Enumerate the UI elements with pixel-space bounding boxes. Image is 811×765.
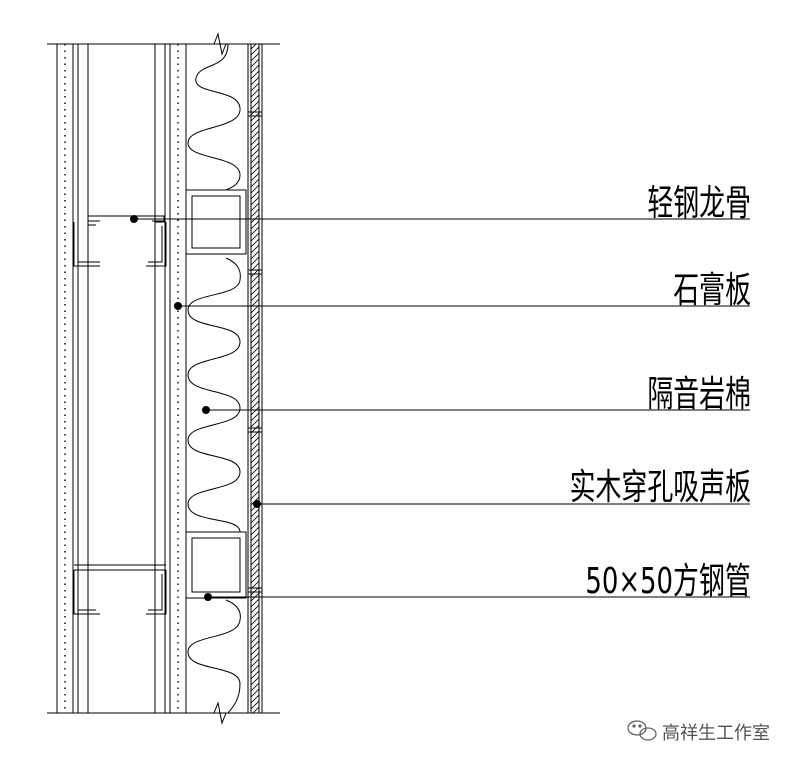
label-light-steel-keel: 轻钢龙骨 xyxy=(647,183,751,224)
leader-dot-light-steel-keel xyxy=(130,215,138,223)
leader-dot-acoustic-rockwool xyxy=(202,406,210,414)
label-acoustic-rockwool: 隔音岩棉 xyxy=(647,374,751,415)
right-gypsum-board xyxy=(169,44,187,713)
leader-dot-square-steel-tube xyxy=(204,593,212,601)
label-square-steel-tube: 50×50方钢管 xyxy=(585,561,751,602)
label-perforated-wood-panel: 实木穿孔吸声板 xyxy=(569,467,751,508)
label-gypsum-board: 石膏板 xyxy=(673,270,751,311)
square-steel-tube-lower xyxy=(185,531,247,599)
perforated-wood-panel xyxy=(247,43,263,714)
left-gypsum-board xyxy=(56,44,89,713)
stud-cavity-lines xyxy=(154,44,166,713)
break-symbol-top xyxy=(208,32,232,56)
square-steel-tube-upper xyxy=(185,189,247,255)
wechat-icon xyxy=(627,720,657,741)
watermark-text: 高祥生工作室 xyxy=(662,723,770,744)
leader-dot-gypsum-board xyxy=(174,302,182,310)
leader-dot-perforated-wood-panel xyxy=(253,500,261,508)
break-symbol-bottom xyxy=(208,701,232,725)
light-steel-keel-lower xyxy=(73,564,167,615)
acoustic-rockwool-wave xyxy=(187,43,241,714)
